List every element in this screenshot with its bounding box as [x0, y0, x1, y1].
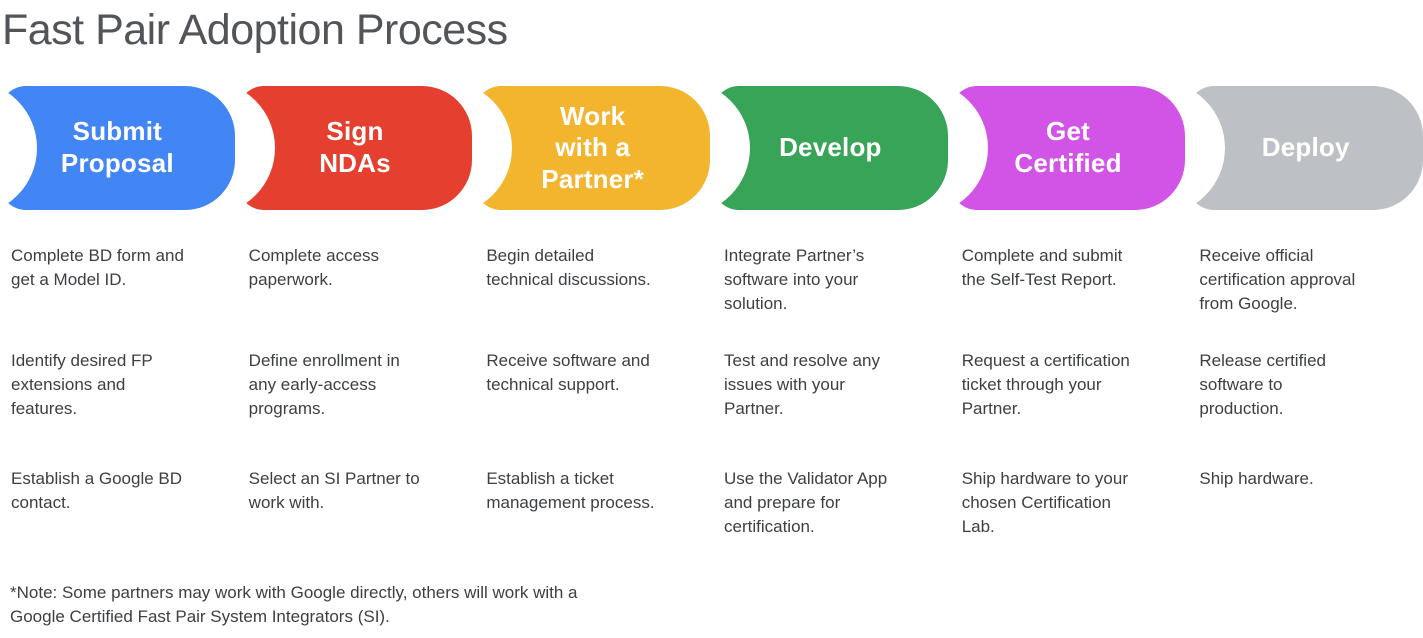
fast-pair-adoption-diagram: Fast Pair Adoption Process Submit Propos…: [0, 6, 1423, 638]
stage-deploy-label: Deploy: [1261, 132, 1350, 163]
stage-work-with-partner: Work with a Partner*: [475, 86, 711, 211]
step-text: Complete BD form and get a Model ID.: [11, 246, 184, 290]
details-column-get-certified: Complete and submit the Self-Test Report…: [951, 244, 1186, 559]
stage-develop-label: Develop: [779, 132, 882, 163]
step-text: Receive software and technical support.: [486, 351, 650, 395]
stage-sign-ndas-label: Sign NDAs: [319, 116, 391, 179]
step-text: Complete and submit the Self-Test Report…: [961, 246, 1123, 290]
step-text: Define enrollment in any early-access pr…: [248, 351, 400, 419]
stage-submit-proposal-label: Submit Proposal: [60, 116, 174, 179]
stage-get-certified: Get Certified: [950, 86, 1186, 211]
details-column-work-with-partner: Begin detailed technical discussions. Re…: [475, 244, 710, 559]
step-text: Ship hardware.: [1199, 469, 1314, 489]
process-stages-row: Submit Proposal Sign NDAs Work with a Pa…: [0, 86, 1423, 211]
step-text: Receive official certification approval …: [1199, 246, 1356, 314]
step-text: Integrate Partner’s software into your s…: [724, 246, 865, 314]
step-text: Request a certification ticket through y…: [961, 351, 1130, 419]
stage-deploy: Deploy: [1188, 86, 1423, 211]
stage-sign-ndas: Sign NDAs: [237, 86, 473, 211]
step-text: Begin detailed technical discussions.: [486, 246, 651, 290]
stage-submit-proposal: Submit Proposal: [0, 86, 235, 211]
stage-get-certified-label: Get Certified: [1014, 116, 1122, 179]
step-text: Identify desired FP extensions and featu…: [11, 351, 153, 419]
step-text: Establish a Google BD contact.: [11, 469, 183, 513]
stage-details-row: Complete BD form and get a Model ID. Ide…: [0, 244, 1423, 559]
stage-work-with-partner-label: Work with a Partner*: [541, 100, 645, 195]
step-text: Release certified software to production…: [1199, 351, 1326, 419]
footnote: *Note: Some partners may work with Googl…: [10, 583, 578, 627]
step-text: Use the Validator App and prepare for ce…: [724, 469, 888, 537]
step-text: Establish a ticket management process.: [486, 469, 655, 513]
step-text: Test and resolve any issues with your Pa…: [724, 351, 880, 419]
step-text: Complete access paperwork.: [248, 246, 380, 290]
details-column-sign-ndas: Complete access paperwork. Define enroll…: [238, 244, 473, 559]
page-title: Fast Pair Adoption Process: [2, 6, 508, 54]
details-column-deploy: Receive official certification approval …: [1188, 244, 1423, 559]
details-column-develop: Integrate Partner’s software into your s…: [713, 244, 948, 559]
stage-develop: Develop: [713, 86, 948, 211]
step-text: Ship hardware to your chosen Certificati…: [961, 469, 1129, 537]
step-text: Select an SI Partner to work with.: [248, 469, 420, 513]
details-column-submit-proposal: Complete BD form and get a Model ID. Ide…: [0, 244, 235, 559]
